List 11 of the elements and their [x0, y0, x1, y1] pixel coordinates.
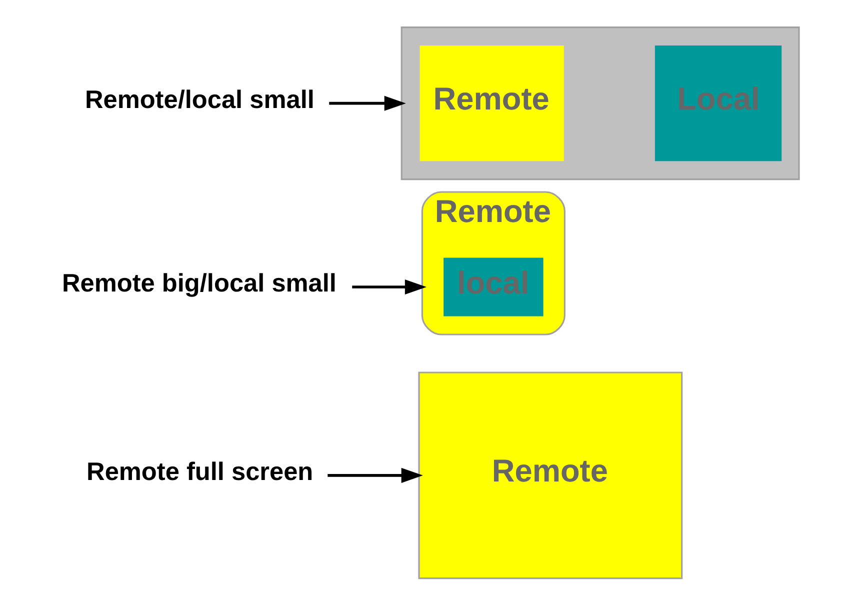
node-box: Local: [654, 46, 782, 162]
node-box: Remote: [419, 46, 564, 162]
node-box: local: [443, 258, 543, 316]
node-text: Remote full screen: [86, 458, 313, 486]
arrow: [327, 468, 422, 483]
node-box: Remote: [418, 372, 682, 580]
arrow: [352, 279, 426, 295]
cluster: [400, 26, 800, 180]
arrow: [328, 96, 406, 111]
node-text: Remote big/local small: [62, 269, 336, 298]
node-text: Remote/local small: [84, 86, 314, 114]
